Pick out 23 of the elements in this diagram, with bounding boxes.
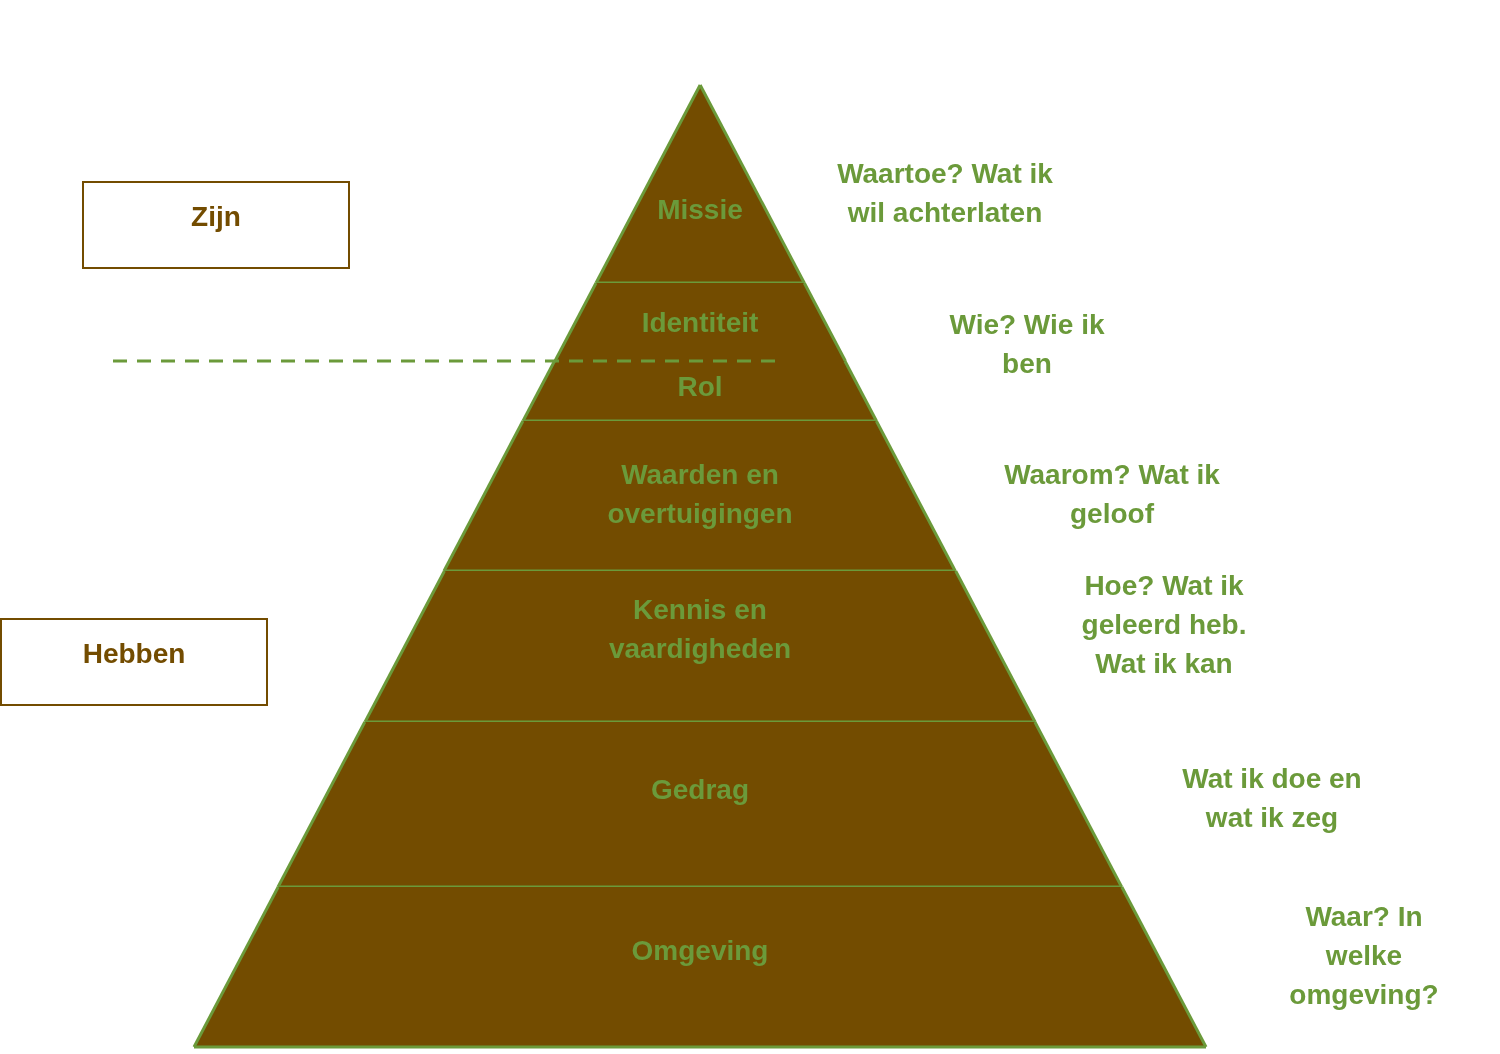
category-box bbox=[0, 618, 268, 706]
layer-label: Rol bbox=[676, 370, 724, 404]
question-text: Wie? Wie ik ben bbox=[948, 308, 1106, 381]
pyramid-layer bbox=[595, 85, 805, 283]
category-box bbox=[82, 181, 350, 269]
layer-label: Omgeving bbox=[630, 934, 770, 968]
question-text: Wat ik doe en wat ik zeg bbox=[1181, 762, 1363, 835]
question-text: Waar? In welke omgeving? bbox=[1288, 900, 1440, 1012]
layer-label: Waarden en overtuigingen bbox=[606, 458, 794, 531]
category-label: Hebben bbox=[81, 637, 187, 671]
pyramid-layer bbox=[278, 722, 1122, 887]
pyramid-layer bbox=[194, 887, 1206, 1047]
layer-label: Kennis en vaardigheden bbox=[607, 593, 792, 666]
question-text: Waarom? Wat ik geloof bbox=[1003, 458, 1221, 531]
category-label: Zijn bbox=[190, 200, 242, 234]
question-text: Hoe? Wat ik geleerd heb. Wat ik kan bbox=[1080, 569, 1248, 681]
pyramid-layer bbox=[364, 571, 1036, 722]
pyramid-layer bbox=[554, 283, 846, 361]
pyramid-layer bbox=[523, 361, 877, 421]
layer-label: Identiteit bbox=[640, 306, 760, 340]
question-text: Waartoe? Wat ik wil achterlaten bbox=[836, 157, 1054, 230]
layer-label: Gedrag bbox=[649, 773, 750, 807]
layer-label: Missie bbox=[656, 193, 744, 227]
